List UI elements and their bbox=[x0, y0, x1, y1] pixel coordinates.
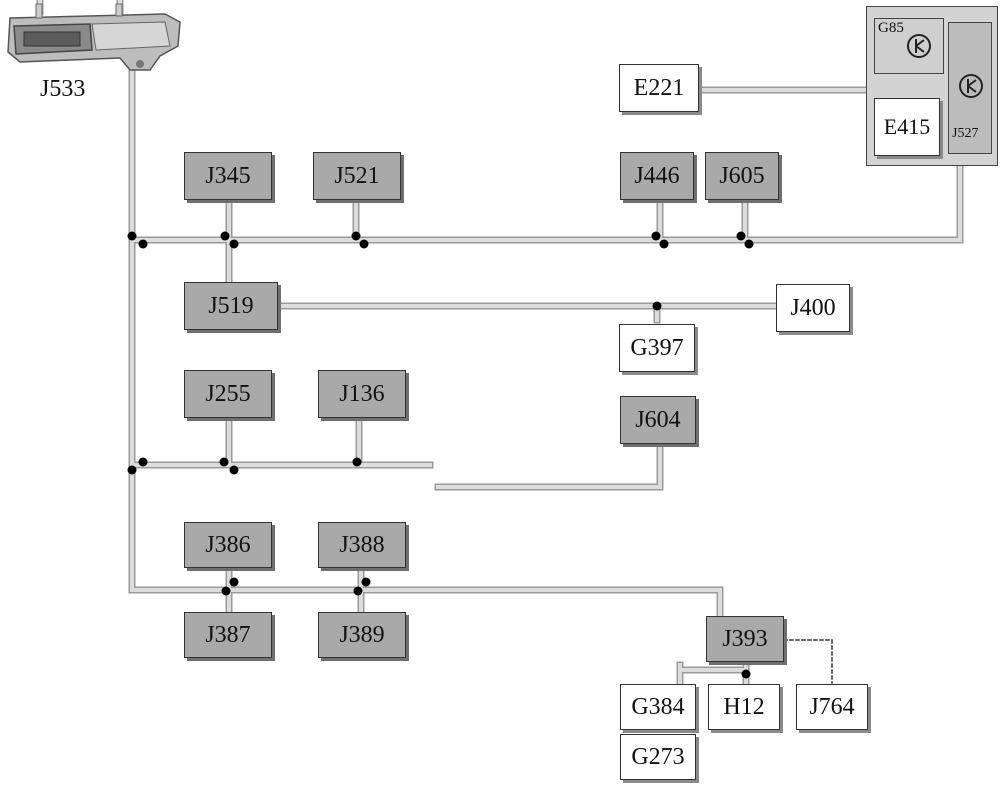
g397-label: G397 bbox=[630, 334, 684, 361]
j400-box[interactable]: J400 bbox=[776, 284, 850, 332]
j388-box[interactable]: J388 bbox=[318, 522, 406, 568]
gateway-module-image bbox=[7, 3, 181, 71]
j136-label: J136 bbox=[339, 380, 385, 407]
j605-box[interactable]: J605 bbox=[705, 152, 779, 200]
g273-box[interactable]: G273 bbox=[620, 734, 696, 780]
j446-label: J446 bbox=[634, 162, 680, 189]
j136-box[interactable]: J136 bbox=[318, 370, 406, 418]
j764-label: J764 bbox=[809, 693, 855, 720]
j387-box[interactable]: J387 bbox=[184, 612, 272, 658]
j521-box[interactable]: J521 bbox=[313, 152, 401, 200]
j386-label: J386 bbox=[205, 531, 251, 558]
j446-box[interactable]: J446 bbox=[620, 152, 694, 200]
j255-label: J255 bbox=[205, 380, 251, 407]
e221-label: E221 bbox=[633, 74, 685, 101]
j605-label: J605 bbox=[719, 162, 765, 189]
j604-box[interactable]: J604 bbox=[620, 396, 696, 444]
j519-box[interactable]: J519 bbox=[184, 282, 278, 330]
j527-transistor-icon bbox=[959, 74, 983, 98]
j389-label: J389 bbox=[339, 621, 385, 648]
g384-label: G384 bbox=[631, 693, 685, 720]
e221-box[interactable]: E221 bbox=[619, 64, 699, 112]
g85-transistor-icon bbox=[907, 34, 931, 58]
g397-box[interactable]: G397 bbox=[619, 324, 695, 372]
j345-box[interactable]: J345 bbox=[184, 152, 272, 200]
j393-box[interactable]: J393 bbox=[706, 616, 784, 662]
j521-label: J521 bbox=[334, 162, 380, 189]
h12-box[interactable]: H12 bbox=[708, 684, 780, 730]
j345-label: J345 bbox=[205, 162, 251, 189]
g85-label: G85 bbox=[878, 20, 904, 36]
j519-label: J519 bbox=[208, 292, 254, 319]
gateway-label: J533 bbox=[40, 76, 86, 102]
j386-box[interactable]: J386 bbox=[184, 522, 272, 568]
e415-box[interactable]: E415 bbox=[874, 98, 940, 156]
j604-label: J604 bbox=[635, 406, 681, 433]
g273-label: G273 bbox=[631, 743, 685, 770]
e415-label: E415 bbox=[883, 114, 931, 139]
j388-label: J388 bbox=[339, 531, 385, 558]
j389-box[interactable]: J389 bbox=[318, 612, 406, 658]
j393-label: J393 bbox=[722, 625, 768, 652]
j400-label: J400 bbox=[790, 294, 836, 321]
j387-label: J387 bbox=[205, 621, 251, 648]
j255-box[interactable]: J255 bbox=[184, 370, 272, 418]
h12-label: H12 bbox=[723, 693, 765, 720]
j764-box[interactable]: J764 bbox=[796, 684, 868, 730]
g384-box[interactable]: G384 bbox=[620, 684, 696, 730]
j527-label: J527 bbox=[952, 126, 979, 141]
